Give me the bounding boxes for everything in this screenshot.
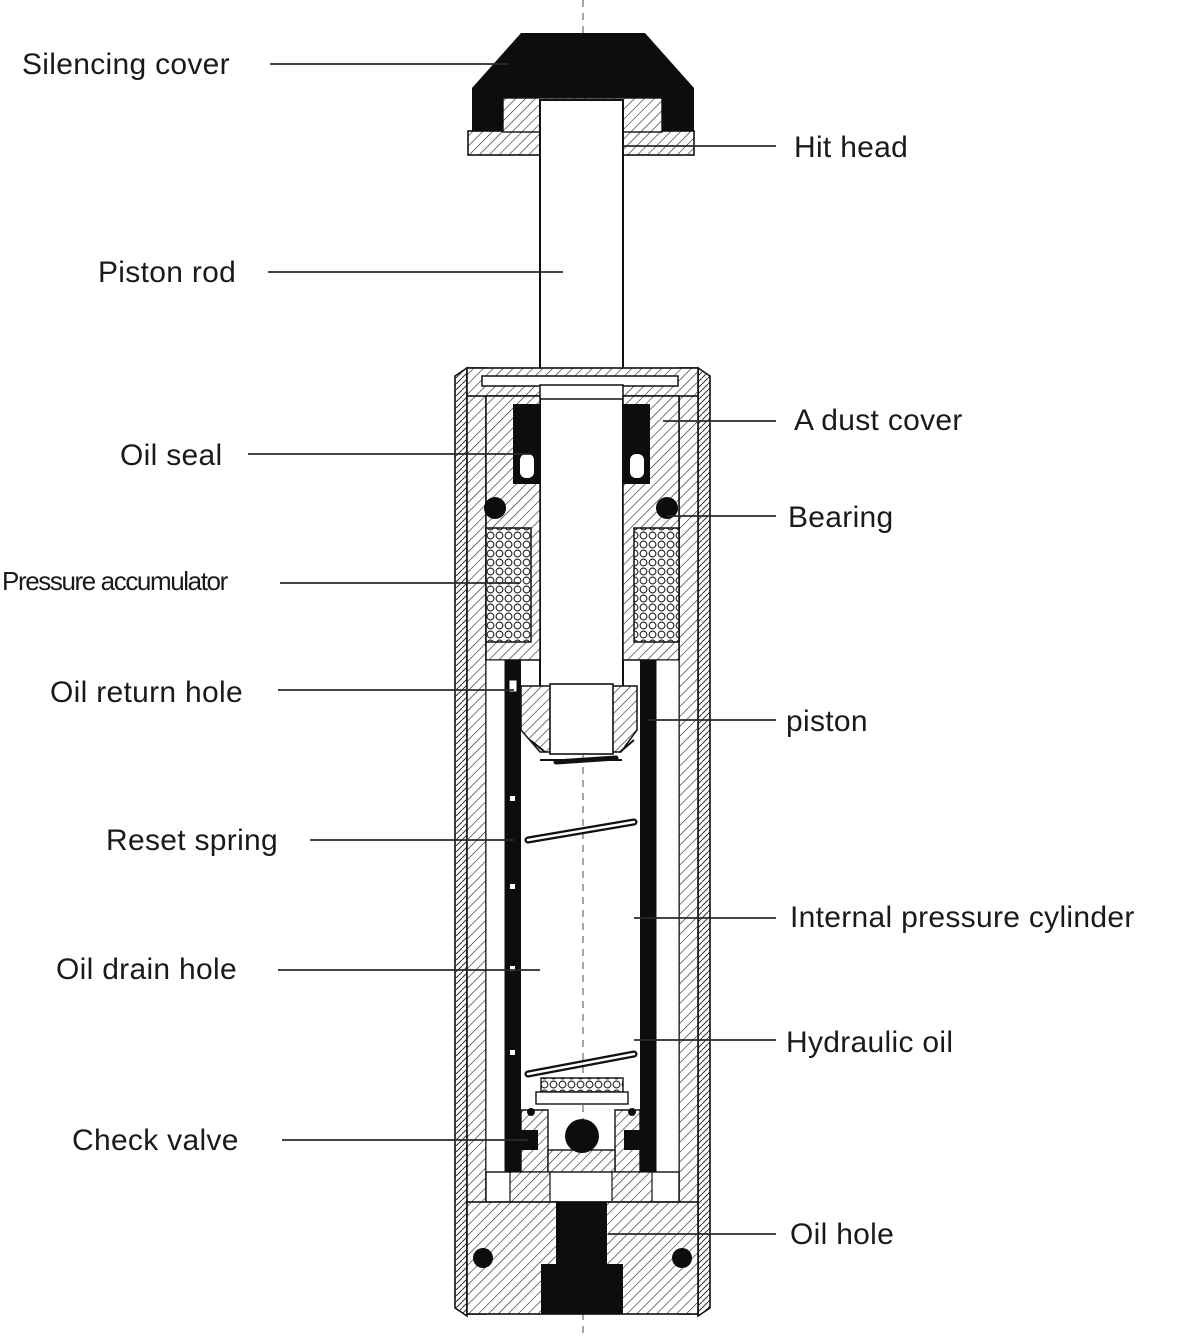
label-check-valve: Check valve — [72, 1124, 239, 1157]
reset-spring — [524, 755, 638, 1078]
label-piston: piston — [786, 705, 868, 738]
leader-lines — [248, 63, 776, 1235]
label-hit-head: Hit head — [794, 131, 908, 164]
label-piston-rod: Piston rod — [98, 256, 236, 289]
label-hydraulic-oil: Hydraulic oil — [786, 1026, 953, 1059]
label-oil-seal: Oil seal — [120, 439, 222, 472]
label-silencing-cover: Silencing cover — [22, 48, 230, 81]
label-dust-cover: A dust cover — [794, 404, 963, 437]
label-oil-drain-hole: Oil drain hole — [56, 953, 237, 986]
internal-pressure-cylinder — [485, 659, 680, 1173]
oil-seal — [513, 404, 650, 484]
label-pressure-accumulator: Pressure accumulator — [2, 566, 229, 596]
oil-hole — [541, 1202, 623, 1314]
label-bearing: Bearing — [788, 501, 894, 534]
oil-return-hole — [508, 679, 518, 693]
piston — [520, 683, 638, 761]
label-reset-spring: Reset spring — [106, 824, 278, 857]
label-oil-hole: Oil hole — [790, 1218, 894, 1251]
silencing-cover — [472, 33, 694, 131]
label-internal-pressure-cylinder: Internal pressure cylinder — [790, 901, 1135, 934]
pressure-accumulator — [485, 527, 680, 643]
bearing — [484, 497, 678, 519]
check-valve — [520, 1077, 641, 1176]
label-oil-return-hole: Oil return hole — [50, 676, 243, 709]
oil-drain-hole — [510, 966, 515, 971]
